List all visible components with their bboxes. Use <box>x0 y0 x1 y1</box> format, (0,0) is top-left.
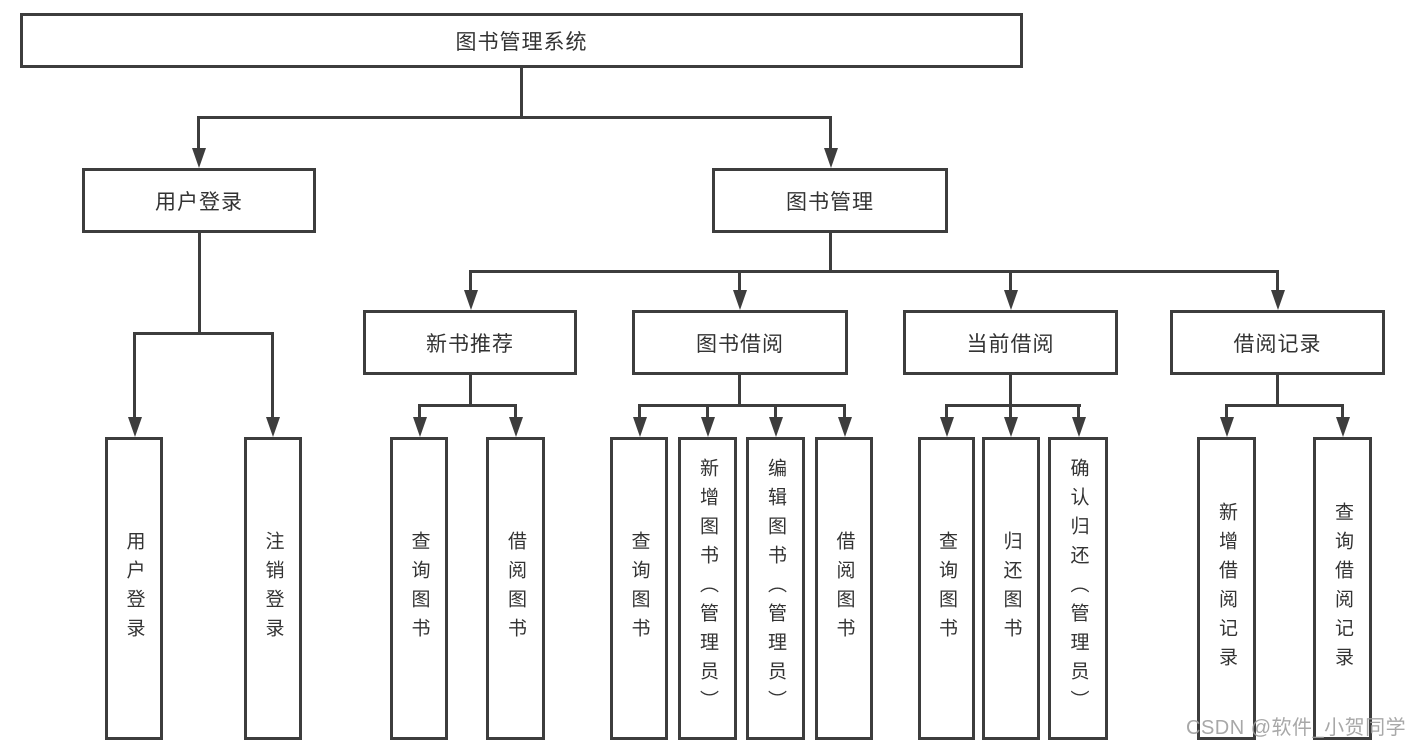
node-borrow-records: 借阅记录 <box>1170 310 1385 375</box>
arrow-down-icon <box>128 417 142 437</box>
leaf-query-books-recommend-label: 查询图书 <box>408 530 430 647</box>
connector-line <box>738 375 741 406</box>
connector-line <box>829 233 832 273</box>
node-book-borrow-label: 图书借阅 <box>696 332 784 356</box>
connector-line <box>1009 270 1012 291</box>
leaf-return-books-label: 归还图书 <box>1000 530 1022 647</box>
watermark: CSDN @软件_小贺同学 <box>1186 717 1405 739</box>
node-current-borrow-label: 当前借阅 <box>966 332 1055 356</box>
connector-line <box>133 332 136 417</box>
connector-line <box>1341 404 1344 418</box>
leaf-confirm-return-admin: 确认归还（管理员） <box>1048 437 1108 740</box>
arrow-down-icon <box>838 417 852 437</box>
leaf-return-books: 归还图书 <box>982 437 1040 740</box>
leaf-query-borrow-record-label: 查询借阅记录 <box>1332 501 1353 676</box>
leaf-query-borrow-record: 查询借阅记录 <box>1313 437 1372 740</box>
arrow-down-icon <box>940 417 954 437</box>
connector-line <box>774 404 777 418</box>
connector-line <box>418 404 517 407</box>
connector-line <box>706 404 709 418</box>
arrow-down-icon <box>1004 417 1018 437</box>
leaf-logout: 注销登录 <box>244 437 302 740</box>
node-root: 图书管理系统 <box>20 13 1023 68</box>
leaf-user-login: 用户登录 <box>105 437 163 740</box>
connector-line <box>638 404 641 418</box>
leaf-confirm-return-admin-label: 确认归还（管理员） <box>1067 458 1089 719</box>
arrow-down-icon <box>1271 290 1285 310</box>
node-current-borrow: 当前借阅 <box>903 310 1118 375</box>
arrow-down-icon <box>633 417 647 437</box>
connector-line <box>843 404 846 418</box>
leaf-query-books-recommend: 查询图书 <box>390 437 448 740</box>
node-borrow-records-label: 借阅记录 <box>1233 332 1322 356</box>
connector-line <box>1276 270 1279 291</box>
connector-line <box>197 116 200 150</box>
leaf-add-borrow-record-label: 新增借阅记录 <box>1216 501 1237 676</box>
node-root-label: 图书管理系统 <box>455 30 588 54</box>
connector-line <box>1225 404 1228 418</box>
connector-line <box>198 233 201 334</box>
arrow-down-icon <box>701 417 715 437</box>
arrow-down-icon <box>1072 417 1086 437</box>
arrow-down-icon <box>1336 417 1350 437</box>
arrow-down-icon <box>1220 417 1234 437</box>
node-user-login: 用户登录 <box>82 168 316 233</box>
connector-line <box>1225 404 1344 407</box>
connector-line <box>638 404 846 407</box>
leaf-add-books-admin: 新增图书（管理员） <box>678 437 737 740</box>
connector-line <box>1009 375 1012 406</box>
arrow-down-icon <box>509 417 523 437</box>
connector-line <box>197 116 832 119</box>
leaf-logout-label: 注销登录 <box>262 530 284 647</box>
arrow-down-icon <box>824 148 838 168</box>
node-new-book-recommend: 新书推荐 <box>363 310 577 375</box>
connector-line <box>133 332 274 335</box>
arrow-down-icon <box>413 417 427 437</box>
leaf-user-login-label: 用户登录 <box>123 530 145 647</box>
leaf-query-books-borrow: 查询图书 <box>610 437 668 740</box>
connector-line <box>829 116 832 150</box>
arrow-down-icon <box>733 290 747 310</box>
connector-line <box>514 404 517 418</box>
node-book-borrow: 图书借阅 <box>632 310 848 375</box>
leaf-query-books-current: 查询图书 <box>918 437 975 740</box>
leaf-borrow-books-borrow-label: 借阅图书 <box>833 530 855 647</box>
connector-line <box>418 404 421 418</box>
leaf-edit-books-admin-label: 编辑图书（管理员） <box>765 458 786 719</box>
connector-line <box>469 270 1279 273</box>
leaf-edit-books-admin: 编辑图书（管理员） <box>746 437 805 740</box>
node-new-book-recommend-label: 新书推荐 <box>426 332 514 356</box>
arrow-down-icon <box>464 290 478 310</box>
leaf-add-books-admin-label: 新增图书（管理员） <box>697 458 718 719</box>
arrow-down-icon <box>266 417 280 437</box>
node-book-management-label: 图书管理 <box>786 190 874 214</box>
arrow-down-icon <box>1004 290 1018 310</box>
connector-line <box>271 332 274 417</box>
leaf-add-borrow-record: 新增借阅记录 <box>1197 437 1256 740</box>
leaf-borrow-books-borrow: 借阅图书 <box>815 437 873 740</box>
node-book-management: 图书管理 <box>712 168 948 233</box>
leaf-borrow-books-recommend-label: 借阅图书 <box>505 530 526 647</box>
connector-line <box>469 270 472 291</box>
connector-line <box>1009 404 1012 418</box>
connector-line <box>1276 375 1279 406</box>
connector-line <box>1077 404 1080 418</box>
leaf-query-books-borrow-label: 查询图书 <box>628 530 650 647</box>
connector-line <box>520 66 523 119</box>
leaf-borrow-books-recommend: 借阅图书 <box>486 437 545 740</box>
leaf-query-books-current-label: 查询图书 <box>936 530 957 647</box>
connector-line <box>945 404 948 418</box>
node-user-login-label: 用户登录 <box>155 190 243 214</box>
connector-line <box>738 270 741 291</box>
arrow-down-icon <box>192 148 206 168</box>
connector-line <box>469 375 472 406</box>
connector-line <box>945 404 1081 407</box>
arrow-down-icon <box>769 417 783 437</box>
